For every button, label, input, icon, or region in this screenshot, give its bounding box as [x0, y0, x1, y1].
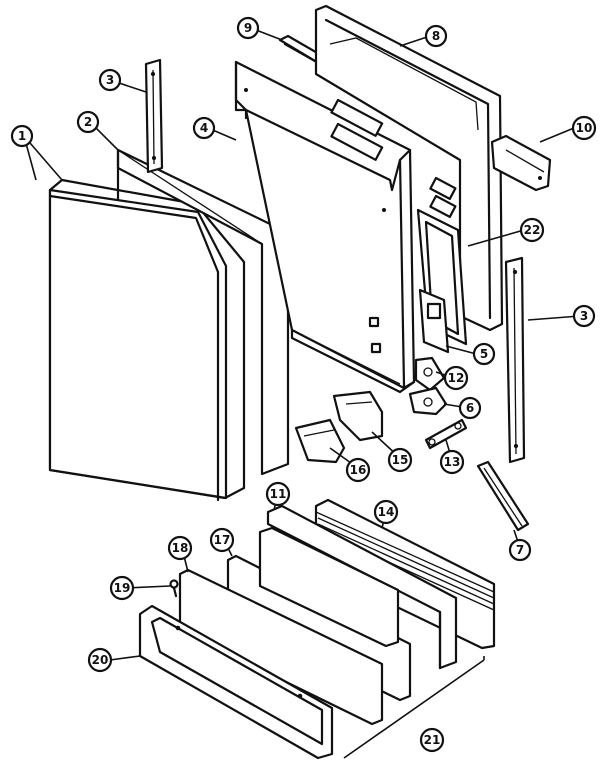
svg-text:4: 4	[200, 121, 208, 135]
part-link	[424, 418, 468, 450]
callout-9: 9	[236, 16, 260, 40]
part-side-trim-right	[504, 256, 526, 464]
svg-text:9: 9	[244, 21, 252, 35]
part-dispenser	[418, 288, 450, 354]
callout-6: 6	[458, 396, 482, 420]
callout-10: 10	[571, 115, 597, 141]
callout-7: 7	[508, 538, 532, 562]
callout-15: 15	[387, 447, 413, 473]
callout-5: 5	[472, 342, 496, 366]
svg-text:11: 11	[270, 487, 287, 501]
callout-8: 8	[424, 24, 448, 48]
svg-text:1: 1	[18, 129, 26, 143]
callout-3-right: 3	[572, 304, 596, 328]
svg-text:10: 10	[576, 121, 593, 135]
svg-text:13: 13	[444, 455, 461, 469]
svg-text:21: 21	[424, 733, 441, 747]
part-small-bracket	[294, 418, 346, 464]
callout-11: 11	[265, 481, 291, 507]
callout-19: 19	[109, 575, 135, 601]
callout-13: 13	[439, 449, 465, 475]
part-21-bracket	[343, 656, 485, 759]
svg-text:3: 3	[580, 309, 588, 323]
svg-text:3: 3	[106, 73, 114, 87]
callout-12: 12	[443, 365, 469, 391]
svg-text:16: 16	[350, 463, 367, 477]
callout-3-left: 3	[98, 68, 122, 92]
part-handle-bracket	[490, 134, 552, 192]
callout-4: 4	[192, 116, 216, 140]
part-channel	[266, 504, 458, 670]
callout-14: 14	[373, 499, 399, 525]
callout-18: 18	[167, 535, 193, 561]
callout-16: 16	[345, 457, 371, 483]
part-side-trim-left	[144, 58, 164, 174]
svg-text:17: 17	[214, 533, 231, 547]
svg-text:8: 8	[432, 29, 440, 43]
svg-text:7: 7	[516, 543, 524, 557]
part-latch	[414, 356, 446, 392]
part-inner-frame	[314, 4, 504, 332]
callout-2: 2	[76, 110, 100, 134]
svg-text:22: 22	[524, 223, 541, 237]
svg-text:14: 14	[378, 505, 395, 519]
callout-1: 1	[10, 124, 34, 148]
svg-text:5: 5	[480, 347, 488, 361]
svg-text:12: 12	[448, 371, 465, 385]
svg-text:15: 15	[392, 453, 409, 467]
part-screw	[169, 579, 179, 598]
svg-text:20: 20	[92, 653, 109, 667]
svg-text:18: 18	[172, 541, 189, 555]
callout-22: 22	[519, 217, 545, 243]
part-hinge-bracket	[408, 386, 448, 416]
part-door-gasket	[476, 460, 530, 532]
part-cover-plate	[332, 390, 384, 442]
svg-text:2: 2	[84, 115, 92, 129]
callout-17: 17	[209, 527, 235, 553]
callout-20: 20	[87, 647, 113, 673]
svg-text:6: 6	[466, 401, 474, 415]
svg-text:19: 19	[114, 581, 131, 595]
callout-21: 21	[419, 727, 445, 753]
part-outer-door-panel	[48, 178, 246, 502]
